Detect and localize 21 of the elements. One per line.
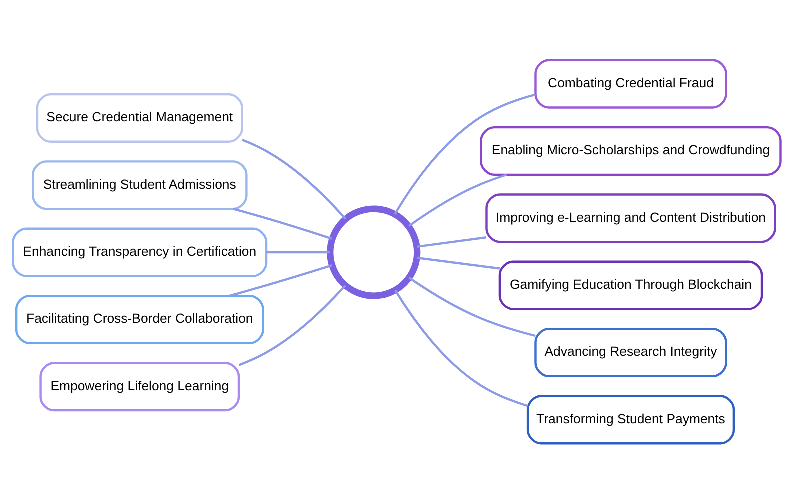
- connector: [408, 277, 536, 338]
- node-box: Combating Credential Fraud: [534, 59, 728, 109]
- node-box: Transforming Student Payments: [526, 395, 736, 445]
- connector: [416, 236, 486, 248]
- node-box: Enhancing Transparency in Certification: [12, 228, 268, 278]
- connector: [266, 251, 330, 254]
- node-box: Advancing Research Integrity: [534, 328, 728, 378]
- node-box: Streamlining Student Admissions: [32, 160, 248, 210]
- connector: [416, 256, 500, 270]
- node-box: Gamifying Education Through Blockchain: [498, 260, 764, 310]
- node-box: Facilitating Cross-Border Collaboration: [15, 294, 264, 344]
- connector: [238, 285, 346, 366]
- node-box: Empowering Lifelong Learning: [40, 362, 240, 412]
- connector: [394, 94, 536, 215]
- node-box: Secure Credential Management: [36, 93, 244, 143]
- node-circle: [327, 206, 421, 300]
- connector: [394, 290, 528, 408]
- connector: [233, 208, 332, 240]
- node-box: Enabling Micro-Scholarships and Crowdfunding: [480, 126, 782, 176]
- connector: [242, 139, 347, 220]
- node-box: Improving e-Learning and Content Distribution: [486, 194, 776, 244]
